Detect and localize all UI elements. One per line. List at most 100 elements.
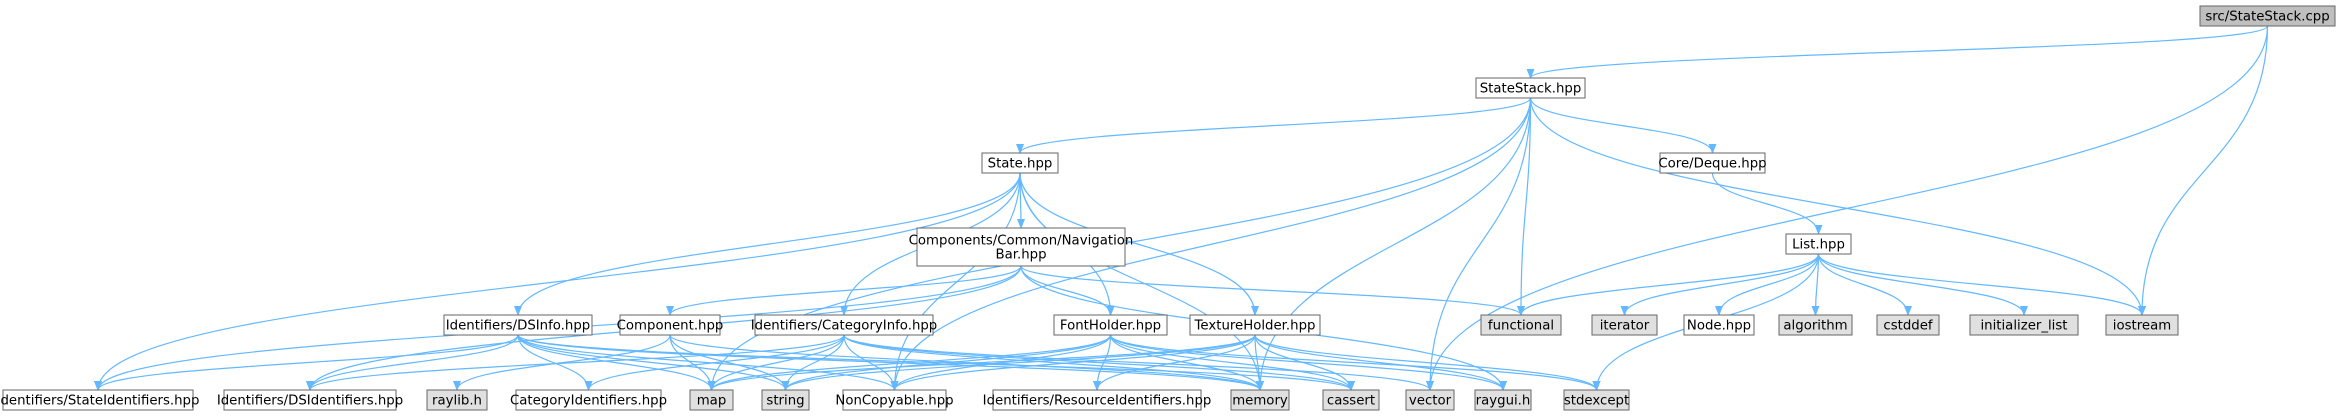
node-stdexcept-label: stdexcept	[1564, 394, 1629, 409]
edge-list-to-node	[1715, 253, 1820, 316]
edge-root-to-statestack	[1526, 25, 2269, 79]
node-root-box	[2199, 5, 2336, 27]
node-raygui-box	[1474, 389, 1532, 411]
node-functional-box	[1480, 314, 1562, 336]
edge-state-to-memory	[1019, 172, 1264, 391]
node-functional-label: functional	[1488, 319, 1554, 334]
edge-dsinfo-to-cassert	[517, 334, 1355, 391]
edge-component-to-memory	[669, 334, 1264, 391]
node-root-label: src/StateStack.cpp	[2205, 10, 2329, 25]
node-textureholder-box	[1189, 314, 1321, 336]
node-component[interactable]: Component.hpp	[617, 314, 724, 336]
node-string-box	[761, 389, 810, 411]
node-list-label: List.hpp	[1792, 238, 1845, 253]
node-deque-box	[1659, 152, 1766, 174]
edge-root-to-vector	[1426, 25, 2269, 391]
edge-navbar-to-component	[666, 265, 1022, 316]
node-component-label: Component.hpp	[617, 319, 724, 334]
edge-dsinfo-to-memory	[517, 334, 1264, 391]
node-stdexcept-box	[1563, 389, 1630, 411]
edge-root-to-iostream	[2138, 25, 2269, 316]
node-deque[interactable]: Core/Deque.hpp	[1658, 152, 1767, 174]
node-dsids-box	[223, 389, 397, 411]
edge-statestack-to-functional	[1517, 97, 1532, 316]
node-textureholder[interactable]: TextureHolder.hpp	[1189, 314, 1321, 336]
node-vector-box	[1405, 389, 1455, 411]
node-list[interactable]: List.hpp	[1785, 233, 1852, 255]
node-stateids-box	[2, 389, 194, 411]
edge-textureholder-to-memory	[1254, 334, 1264, 391]
node-node-label: Node.hpp	[1687, 319, 1751, 334]
edge-fontholder-to-string	[781, 334, 1112, 391]
node-string-label: string	[766, 394, 804, 409]
node-statestack-label: StateStack.hpp	[1480, 82, 1582, 97]
edge-textureholder-to-stdexcept	[1254, 334, 1601, 391]
node-raylib-label: raylib.h	[432, 394, 482, 409]
node-dsinfo-box	[443, 314, 593, 336]
edge-dsinfo-to-stateids	[94, 334, 519, 391]
edge-fontholder-to-memory	[1109, 334, 1264, 391]
node-dsinfo[interactable]: Identifiers/DSInfo.hpp	[443, 314, 593, 336]
node-initlist-label: initializer_list	[1980, 319, 2067, 334]
node-resids-label: Identifiers/ResourceIdentifiers.hpp	[983, 394, 1212, 409]
node-algorithm-label: algorithm	[1783, 319, 1847, 334]
node-stdexcept: stdexcept	[1563, 389, 1630, 411]
node-raygui: raygui.h	[1474, 389, 1532, 411]
node-initlist-box	[1969, 314, 2079, 336]
edge-state-to-stateids	[94, 172, 1021, 391]
edge-list-to-cstddef	[1817, 253, 1912, 316]
edge-dsinfo-to-noncopyable	[517, 334, 899, 391]
node-noncopyable-label: NonCopyable.hpp	[835, 394, 953, 409]
node-catids-label: CategoryIdentifiers.hpp	[510, 394, 667, 409]
node-iostream-label: iostream	[2113, 319, 2171, 334]
edge-dsinfo-to-string	[517, 334, 790, 391]
edge-catinfo-to-memory	[843, 334, 1264, 391]
node-root[interactable]: src/StateStack.cpp	[2199, 5, 2336, 27]
node-memory-label: memory	[1232, 394, 1288, 409]
node-raylib-box	[426, 389, 488, 411]
node-noncopyable[interactable]: NonCopyable.hpp	[835, 389, 954, 411]
edge-list-to-initlist	[1817, 253, 2028, 316]
node-state[interactable]: State.hpp	[981, 152, 1059, 174]
edge-catinfo-to-map	[707, 334, 845, 391]
node-stateids[interactable]: Identifiers/StateIdentifiers.hpp	[0, 389, 199, 411]
edge-list-to-iostream	[1817, 253, 2146, 316]
node-algorithm: algorithm	[1778, 314, 1853, 336]
edge-navbar-to-fontholder	[1020, 265, 1115, 316]
node-dsids-label: Identifiers/DSIdentifiers.hpp	[217, 394, 403, 409]
node-catids-box	[515, 389, 662, 411]
node-node[interactable]: Node.hpp	[1683, 314, 1755, 336]
node-fontholder[interactable]: FontHolder.hpp	[1053, 314, 1168, 336]
node-statestack[interactable]: StateStack.hpp	[1475, 77, 1586, 99]
node-iostream-box	[2105, 314, 2179, 336]
node-dsids[interactable]: Identifiers/DSIdentifiers.hpp	[217, 389, 403, 411]
edge-textureholder-to-cassert	[1254, 334, 1355, 391]
node-deque-label: Core/Deque.hpp	[1658, 157, 1766, 172]
node-resids[interactable]: Identifiers/ResourceIdentifiers.hpp	[983, 389, 1212, 411]
node-statestack-box	[1475, 77, 1586, 99]
node-functional: functional	[1480, 314, 1562, 336]
edge-component-to-raylib	[453, 334, 671, 391]
node-catids[interactable]: CategoryIdentifiers.hpp	[510, 389, 667, 411]
edge-catinfo-to-cassert	[843, 334, 1355, 391]
node-memory-box	[1230, 389, 1290, 411]
edge-list-to-iterator	[1620, 253, 1820, 316]
node-raygui-label: raygui.h	[1476, 394, 1531, 409]
node-catinfo[interactable]: Identifiers/CategoryInfo.hpp	[751, 314, 938, 336]
edge-statestack-to-state	[1016, 97, 1532, 154]
node-state-label: State.hpp	[988, 157, 1053, 172]
edge-statestack-to-vector	[1426, 97, 1532, 391]
edge-state-to-textureholder	[1019, 172, 1259, 316]
edge-list-to-functional	[1517, 253, 1820, 316]
node-catinfo-label: Identifiers/CategoryInfo.hpp	[751, 319, 938, 334]
edge-deque-to-list	[1711, 172, 1823, 235]
node-raylib: raylib.h	[426, 389, 488, 411]
node-noncopyable-box	[842, 389, 947, 411]
edge-textureholder-to-raygui	[1254, 334, 1507, 391]
node-component-box	[619, 314, 721, 336]
edge-fontholder-to-noncopyable	[890, 334, 1112, 391]
node-algorithm-box	[1778, 314, 1853, 336]
edge-fontholder-to-stdexcept	[1109, 334, 1601, 391]
